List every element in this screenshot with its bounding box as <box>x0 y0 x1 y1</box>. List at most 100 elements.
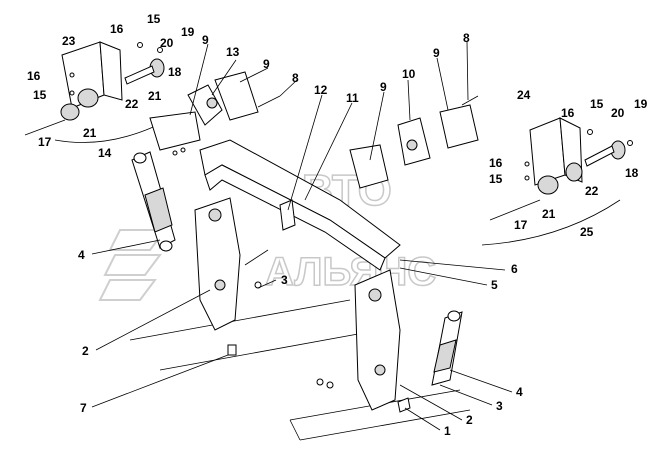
group-25-brace <box>481 199 621 246</box>
callout-21c: 21 <box>542 207 556 221</box>
callout-16c: 16 <box>561 106 575 120</box>
left-pin-22 <box>124 65 155 85</box>
right-shock-spring <box>433 339 457 373</box>
shackle-group-right <box>349 95 479 189</box>
right-nut-15 <box>587 129 593 135</box>
right-nut-16 <box>524 161 530 167</box>
right-bracket-2-eye <box>368 288 382 302</box>
shackle-13-eye <box>206 97 218 109</box>
cross-member-11-flange <box>204 164 386 271</box>
nut-right-a <box>316 378 324 386</box>
right-washer-19 <box>627 140 633 146</box>
bracket-assembly-25 <box>481 117 633 246</box>
right-bracket-2 <box>354 269 401 411</box>
bracket-assembly-14 <box>24 41 169 143</box>
shackle-13 <box>187 84 223 126</box>
callout-22b: 22 <box>585 184 599 198</box>
callout-16b: 16 <box>27 69 41 83</box>
left-bolt-17 <box>24 119 66 136</box>
callout-3b: 3 <box>496 399 503 413</box>
callout-15c: 15 <box>590 97 604 111</box>
nut-right-b <box>326 381 334 389</box>
left-bracket-side <box>99 41 123 101</box>
callout-4a: 4 <box>78 248 85 262</box>
bracket-9-right-upper <box>439 104 479 149</box>
callout-13: 13 <box>226 45 240 59</box>
right-bracket-2-hole <box>374 364 386 376</box>
callout-15a: 15 <box>147 12 161 26</box>
callout-4b: 4 <box>516 385 523 399</box>
callout-3a: 3 <box>281 273 288 287</box>
left-bracket-2-hole <box>214 279 226 291</box>
right-bushing-lower <box>537 175 559 195</box>
nut-left-b <box>180 147 186 153</box>
callout-9d: 9 <box>380 80 387 94</box>
right-pin-22 <box>584 145 615 167</box>
left-bolt-5 <box>244 249 269 266</box>
frame-cross-member <box>199 139 401 271</box>
callout-11: 11 <box>346 91 359 105</box>
callout-9b: 9 <box>263 57 270 71</box>
callout-8b: 8 <box>463 31 470 45</box>
bracket-9-left-upper <box>214 71 259 121</box>
floor-lines <box>129 299 471 441</box>
callout-16a: 16 <box>110 22 124 36</box>
mount-plate-12 <box>279 199 296 231</box>
right-bushing-upper <box>565 162 583 182</box>
callout-5: 5 <box>491 278 498 292</box>
right-bolt-17 <box>489 199 541 221</box>
callout-24: 24 <box>517 88 531 102</box>
callout-20a: 20 <box>160 36 174 50</box>
bracket-9-left-lower <box>149 111 201 151</box>
left-shock-top-eye <box>133 152 147 164</box>
group-14-brace <box>54 119 169 143</box>
callout-16d: 16 <box>489 156 503 170</box>
callout-18b: 18 <box>625 166 639 180</box>
right-bracket-plate <box>529 117 566 186</box>
bracket-9-right-lower <box>349 144 389 189</box>
callout-23: 23 <box>62 34 76 48</box>
shackle-10-eye <box>406 139 418 151</box>
left-spring-bracket <box>194 197 269 356</box>
right-spring-bracket <box>316 269 463 413</box>
callout-6: 6 <box>511 262 518 276</box>
left-bushing-lower <box>60 103 80 121</box>
left-shock-absorber <box>131 151 176 252</box>
left-nut-16 <box>69 72 75 78</box>
callout-18a: 18 <box>168 65 182 79</box>
left-bracket-2 <box>194 197 241 331</box>
bolt-7 <box>227 344 237 356</box>
callout-1: 1 <box>444 424 451 438</box>
left-washer-19 <box>157 47 163 53</box>
callout-9c: 9 <box>433 46 440 60</box>
callout-7: 7 <box>80 401 87 415</box>
callout-8a: 8 <box>292 71 299 85</box>
left-shock-bottom-eye <box>159 240 173 252</box>
leader-lines <box>91 41 513 431</box>
callout-2b: 2 <box>466 413 473 427</box>
watermark-logo <box>98 229 167 301</box>
watermark-line-2: АЛЬЯНС <box>265 250 436 294</box>
callout-19a: 19 <box>181 25 195 39</box>
callout-25: 25 <box>580 225 594 239</box>
callout-21a: 21 <box>148 89 162 103</box>
callout-10: 10 <box>402 67 416 81</box>
callout-15d: 15 <box>489 172 503 186</box>
left-bushing-upper <box>77 88 99 108</box>
left-shock-spring <box>144 187 173 233</box>
callout-15b: 15 <box>33 88 47 102</box>
callout-21b: 21 <box>83 126 97 140</box>
bolt-8-left <box>257 95 281 108</box>
left-nut-15b <box>69 90 75 96</box>
callout-labels: 15 16 20 19 23 16 15 18 22 21 17 21 14 9… <box>27 12 648 438</box>
callout-22a: 22 <box>125 97 139 111</box>
bolt-1 <box>397 397 411 413</box>
callout-12: 12 <box>314 83 328 97</box>
right-nut-15b <box>524 175 530 181</box>
nut-left-a <box>172 150 178 156</box>
callout-9a: 9 <box>202 33 209 47</box>
callout-2a: 2 <box>82 344 89 358</box>
callout-17b: 17 <box>514 218 528 232</box>
callout-20b: 20 <box>611 106 625 120</box>
